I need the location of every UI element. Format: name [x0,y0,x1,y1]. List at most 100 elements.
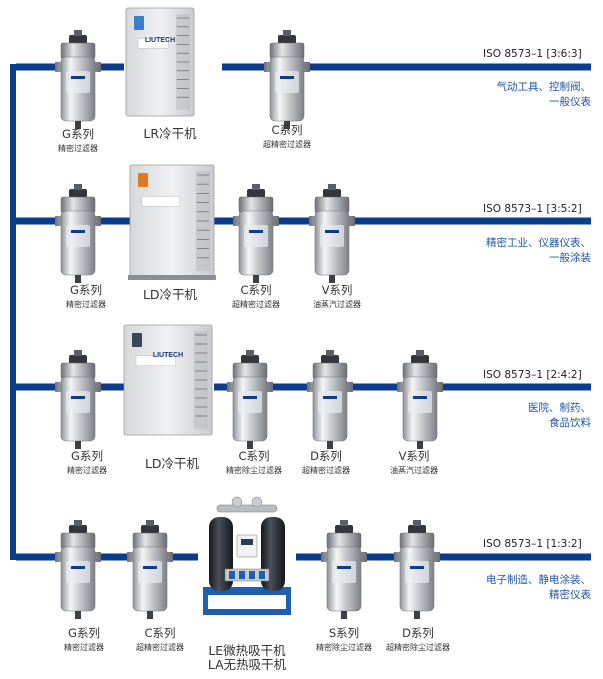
row-3-equipment-2-label: LD冷干机 [112,457,232,471]
row-3-equipment-1-image [55,350,101,449]
equipment-description: 油蒸汽过滤器 [390,466,438,475]
equipment-description: 超精密除尘过滤器 [386,643,450,652]
row-4-equipment-5-image [394,520,440,619]
equipment-description: 超精密过滤器 [136,643,184,652]
row-3-equipment-3-label: C系列精密除尘过滤器 [194,449,314,476]
row-4-equipment-3-image [203,496,291,615]
application-line: 精密仪表 [549,589,591,601]
equipment-name: LR冷干机 [143,126,197,141]
row-3-applications: 医院、制药、食品饮料 [528,401,591,431]
application-line: 一般仪表 [549,96,591,108]
row-2-iso-class: ISO 8573–1 [3:5:2] [483,203,582,215]
equipment-name: LD冷干机 [144,456,200,471]
pipe-row-4-seg-3 [170,553,198,561]
row-4-applications: 电子制造、静电涂装、精密仪表 [486,573,591,603]
row-3-equipment-3-image [227,350,273,449]
equipment-name: S系列 [328,626,360,640]
row-2-equipment-1-label: G系列精密过滤器 [26,283,146,310]
application-line: 一般涂装 [549,252,591,264]
brand-logo-2: LIUTECH [153,352,183,359]
pipe-row-4-seg-2 [98,553,130,561]
equipment-name-secondary: LA无热吸干机 [207,657,287,672]
row-4-equipment-1-label: G系列精密过滤器 [24,626,144,653]
pipe-row-2-seg-3 [214,217,236,225]
equipment-description: 精密过滤器 [66,300,106,309]
pipe-row-3-seg-1 [16,383,58,391]
equipment-description: 超精密过滤器 [232,300,280,309]
pipe-row-3-seg-2 [98,383,124,391]
equipment-name: D系列 [402,626,434,640]
row-4-equipment-2-image [127,520,173,619]
pipe-row-1-seg-4 [307,63,591,71]
row-2-equipment-2-label: LD冷干机 [110,288,230,302]
application-line: 气动工具、控制阀、 [496,81,592,93]
row-1-equipment-1-image [55,30,101,129]
pipe-row-4-seg-6 [437,553,591,561]
equipment-name: V系列 [398,449,430,463]
equipment-name: C系列 [238,449,270,463]
equipment-name: C系列 [240,283,272,297]
application-line: 食品饮料 [549,417,591,429]
main-trunk-pipe [10,64,16,560]
row-1-equipment-2-label: LR冷干机 [110,127,230,141]
equipment-name: D系列 [310,449,342,463]
row-2-equipment-4-label: V系列油蒸汽过滤器 [277,283,397,310]
row-1-equipment-3-image [264,30,310,129]
row-1-equipment-1-label: G系列精密过滤器 [18,127,138,154]
row-2-equipment-2-image [128,164,216,280]
row-3-equipment-5-image [397,350,443,449]
equipment-name: LD冷干机 [142,287,198,302]
row-4-equipment-4-label: S系列精密除尘过滤器 [284,626,404,653]
row-3-equipment-4-label: D系列超精密过滤器 [266,449,386,476]
pipe-row-3-seg-6 [440,383,591,391]
pipe-row-4-seg-4 [296,553,324,561]
equipment-name: G系列 [70,283,102,297]
equipment-name: V系列 [321,283,353,297]
row-2-equipment-3-label: C系列超精密过滤器 [196,283,316,310]
row-2-equipment-3-image [233,184,279,283]
pipe-row-2-seg-5 [352,217,591,225]
row-1-applications: 气动工具、控制阀、一般仪表 [497,80,592,110]
pipe-row-2-seg-1 [16,217,58,225]
equipment-description: 油蒸汽过滤器 [313,300,361,309]
equipment-description: 精密除尘过滤器 [316,643,372,652]
equipment-description: 精密过滤器 [58,144,98,153]
equipment-description: 精密过滤器 [67,466,107,475]
pipe-row-2-seg-2 [98,217,130,225]
row-4-equipment-5-label: D系列超精密除尘过滤器 [358,626,478,653]
pipe-row-2-seg-4 [276,217,312,225]
pipe-row-3-seg-4 [270,383,310,391]
brand-logo-1: LIUTECH [145,37,175,44]
row-1-equipment-3-label: C系列超精密过滤器 [227,123,347,150]
row-4-equipment-4-image [321,520,367,619]
pipe-row-3-seg-5 [350,383,400,391]
row-3-equipment-4-image [307,350,353,449]
equipment-description: 精密除尘过滤器 [226,466,282,475]
application-line: 电子制造、静电涂装、 [486,574,591,586]
pipe-row-1-seg-3 [222,63,266,71]
row-4-equipment-2-label: C系列超精密过滤器 [100,626,220,653]
row-3-iso-class: ISO 8573–1 [2:4:2] [483,369,582,381]
equipment-name: G系列 [71,449,103,463]
row-2-equipment-4-image [309,184,355,283]
row-1-equipment-2-image [125,7,195,117]
pipe-row-1-seg-1 [16,63,58,71]
row-2-equipment-1-image [55,184,101,283]
row-1-iso-class: ISO 8573–1 [3:6:3] [483,48,582,60]
application-line: 精密工业、仪器仪表、 [486,237,591,249]
application-line: 医院、制药、 [528,402,591,414]
equipment-name: G系列 [62,127,94,141]
equipment-name: G系列 [68,626,100,640]
equipment-description: 超精密过滤器 [263,140,311,149]
equipment-name: LE微热吸干机 [208,643,286,658]
pipe-row-4-seg-1 [16,553,58,561]
row-3-equipment-2-image [123,324,213,436]
row-4-iso-class: ISO 8573–1 [1:3:2] [483,538,582,550]
equipment-name: C系列 [271,123,303,137]
equipment-description: 超精密过滤器 [302,466,350,475]
pipe-row-3-seg-3 [214,383,230,391]
equipment-name: C系列 [144,626,176,640]
